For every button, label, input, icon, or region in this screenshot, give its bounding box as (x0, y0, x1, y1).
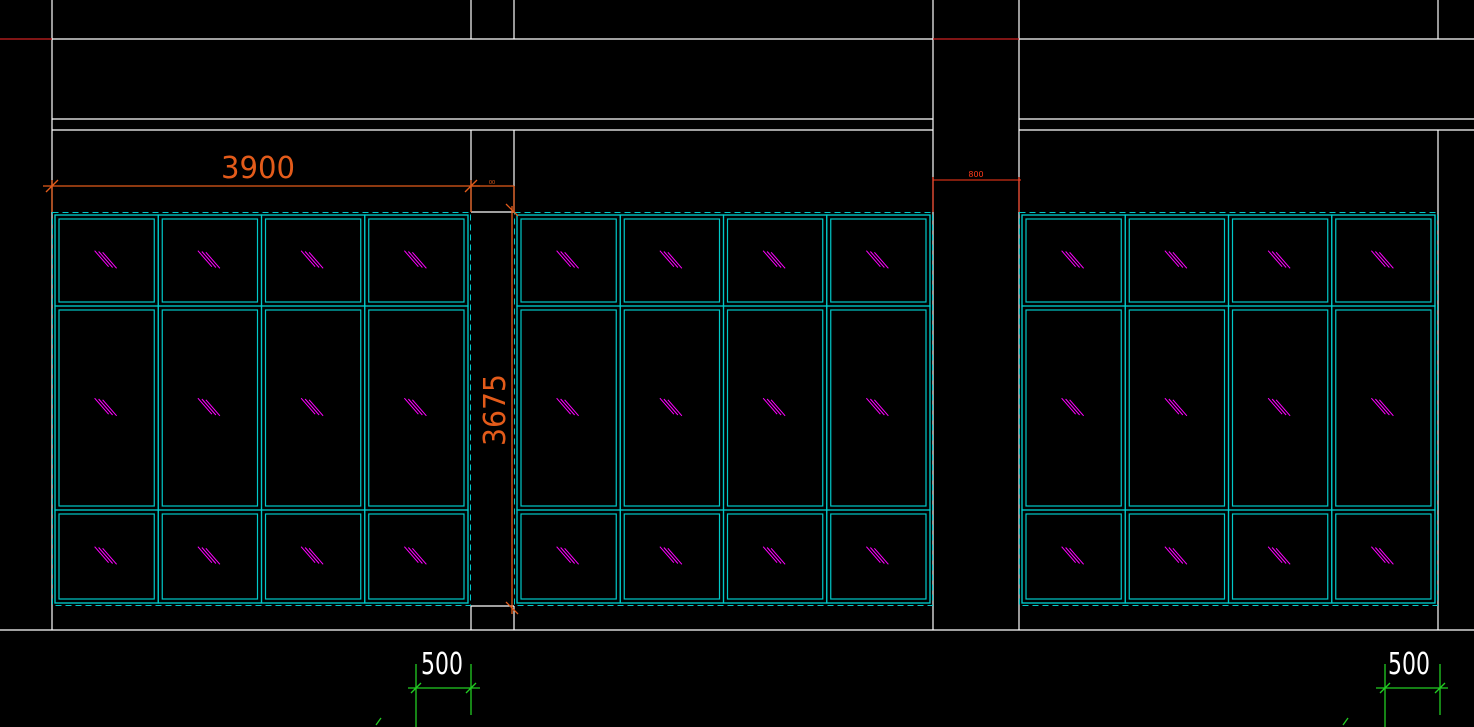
glass-hatch-mark (762, 546, 786, 565)
window-glass-pane (368, 309, 465, 507)
glass-hatch-mark (762, 397, 786, 417)
glass-hatch-mark (556, 397, 580, 417)
glass-hatch-mark (1267, 250, 1291, 269)
window-glass-pane (1231, 309, 1329, 507)
window-glass-pane (623, 218, 721, 303)
glass-hatch-mark (865, 250, 889, 269)
window-glass-pane (520, 218, 617, 303)
window-glass-pane (368, 513, 465, 600)
window-right (1019, 212, 1438, 606)
window-glass-pane (1128, 309, 1226, 507)
glass-hatch-mark (556, 546, 580, 565)
width-dimension (43, 179, 515, 212)
glass-hatch-mark (1370, 546, 1394, 565)
window-glass-pane (58, 218, 155, 303)
window-pane-frame (826, 509, 931, 604)
window-pane-frame (1331, 509, 1436, 604)
window-units (52, 212, 1438, 606)
window-glass-pane (1335, 309, 1432, 507)
height-dimension (505, 203, 519, 615)
window-dashed-outline (1019, 212, 1438, 606)
height-dimension-label: 3675 (478, 374, 513, 446)
window-glass-pane (58, 513, 155, 600)
glass-hatch-mark (1267, 546, 1291, 565)
glass-hatch-mark (197, 250, 221, 269)
window-glass-pane (264, 513, 362, 600)
glass-hatch-mark (1061, 397, 1085, 417)
glass-hatch-mark (1061, 546, 1085, 565)
pier-gap-dimension-label: 800 (968, 170, 983, 179)
glass-hatch-mark (94, 250, 118, 269)
glass-hatch-mark (1267, 397, 1291, 417)
glass-hatch-mark (865, 546, 889, 565)
window-glass-pane (726, 218, 824, 303)
glass-hatch-mark (1164, 397, 1188, 417)
glass-hatch-mark (300, 546, 324, 565)
width-dimension-label: 3900 (221, 151, 295, 186)
window-glass-pane (1335, 513, 1432, 600)
window-glass-pane (520, 513, 617, 600)
glass-hatch-mark (403, 250, 427, 269)
glass-hatch-mark (659, 250, 683, 269)
window-glass-pane (623, 309, 721, 507)
glass-hatch-mark (1164, 546, 1188, 565)
window-glass-pane (1128, 513, 1226, 600)
window-glass-pane (1025, 218, 1122, 303)
window-glass-pane (830, 513, 927, 600)
window-glass-pane (726, 309, 824, 507)
left-offset-dimension-label: 500 (421, 647, 463, 682)
window-glass-pane (1025, 309, 1122, 507)
glass-hatch-mark (300, 397, 324, 417)
window-glass-pane (1231, 513, 1329, 600)
window-glass-pane (58, 309, 155, 507)
window-glass-pane (1335, 218, 1432, 303)
glass-hatch-mark (865, 397, 889, 417)
window-glass-pane (264, 309, 362, 507)
window-dashed-outline (52, 212, 471, 606)
window-glass-pane (830, 218, 927, 303)
glass-hatch-mark (1061, 250, 1085, 269)
right-offset-dimension (1342, 664, 1448, 727)
window-glass-pane (161, 513, 259, 600)
window-glass-pane (1025, 513, 1122, 600)
glass-hatch-mark (762, 250, 786, 269)
glass-hatch-mark (659, 397, 683, 417)
glass-hatch-mark (1164, 250, 1188, 269)
building-structure-lines (0, 0, 1474, 631)
window-glass-pane (1128, 218, 1226, 303)
window-glass-pane (368, 218, 465, 303)
glass-hatch-mark (94, 397, 118, 417)
window-middle (514, 212, 933, 606)
window-glass-pane (1231, 218, 1329, 303)
window-glass-pane (161, 218, 259, 303)
glass-hatch-mark (556, 250, 580, 269)
window-dashed-outline (514, 212, 933, 606)
window-glass-pane (623, 513, 721, 600)
glass-hatch-mark (300, 250, 324, 269)
window-pane-frame (364, 509, 469, 604)
glass-hatch-mark (403, 546, 427, 565)
glass-hatch-mark (197, 397, 221, 417)
window-glass-pane (264, 218, 362, 303)
window-left (52, 212, 471, 606)
window-glass-pane (161, 309, 259, 507)
window-glass-pane (830, 309, 927, 507)
glass-hatch-mark (94, 546, 118, 565)
glass-hatch-mark (403, 397, 427, 417)
glass-hatch-mark (197, 546, 221, 565)
window-glass-pane (726, 513, 824, 600)
small-tick-label: 00 (489, 180, 495, 186)
left-offset-dimension (375, 664, 480, 727)
right-offset-dimension-label: 500 (1388, 647, 1430, 682)
glass-hatch-mark (659, 546, 683, 565)
glass-hatch-mark (1370, 250, 1394, 269)
window-glass-pane (520, 309, 617, 507)
glass-hatch-mark (1370, 397, 1394, 417)
pier-gap-dimension (932, 177, 1021, 212)
